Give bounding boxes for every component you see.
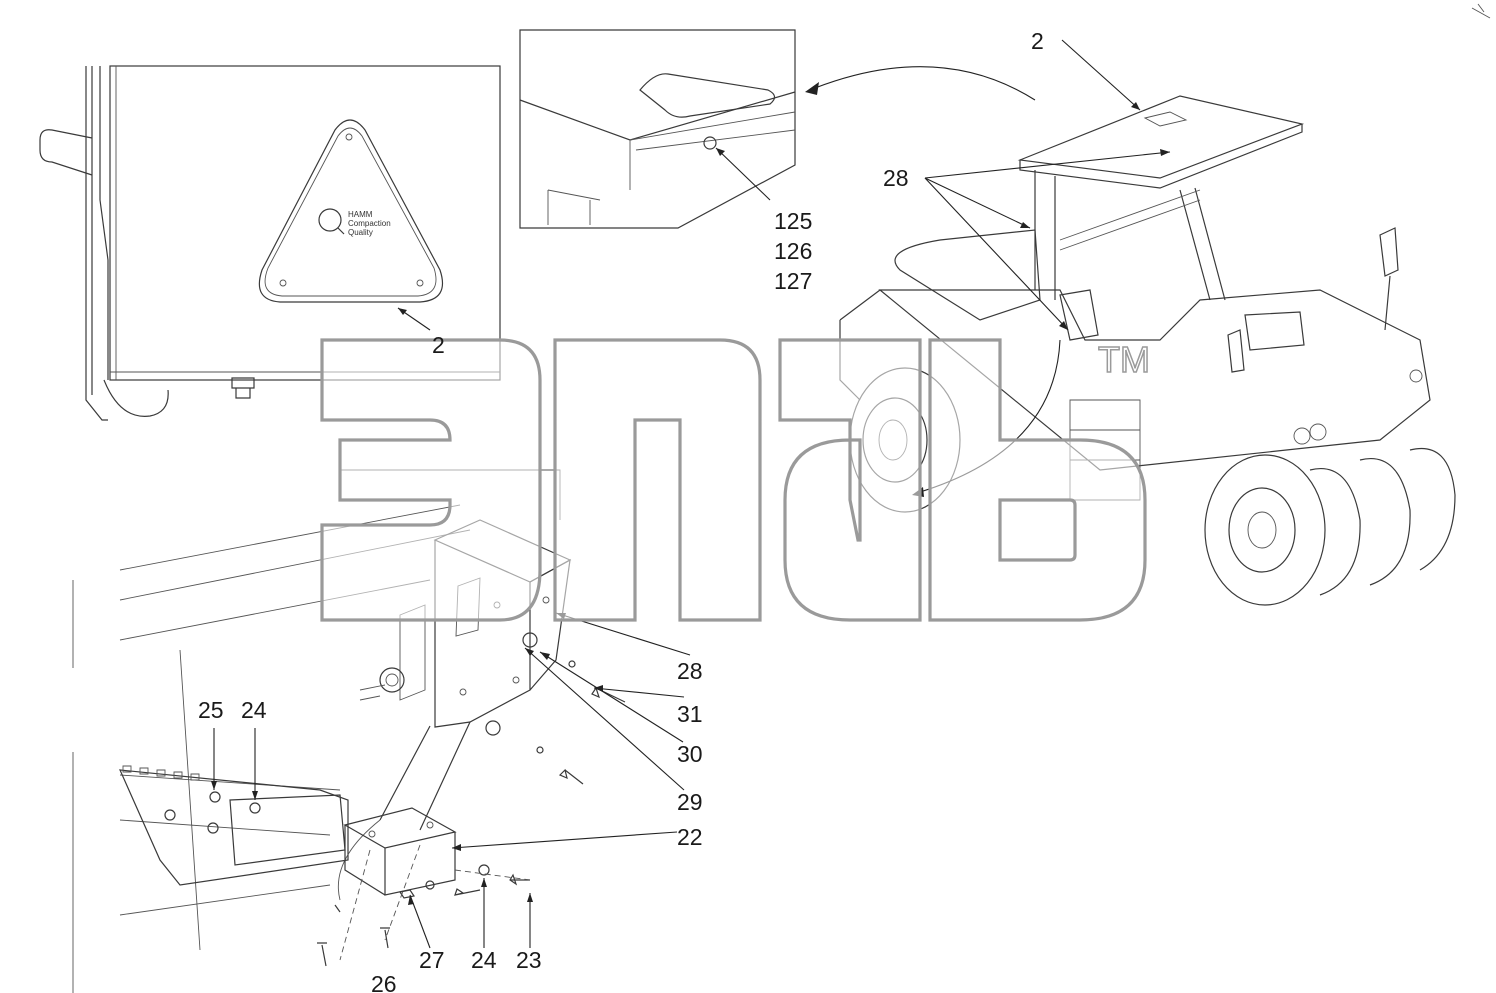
callout-24-bottom: 24 [471, 947, 497, 973]
watermark-logo: TM [320, 338, 1151, 622]
leader-2-left-arrow [398, 308, 407, 315]
callout-2-left: 2 [432, 332, 445, 358]
callout-125: 125 [774, 208, 812, 234]
callout-27: 27 [419, 947, 445, 973]
corner-mark [1471, 3, 1491, 19]
callout-labels: 2 28 125 126 127 2 28 31 30 29 22 25 24 … [198, 28, 1044, 993]
callout-29: 29 [677, 789, 703, 815]
callout-28-mid: 28 [677, 658, 703, 684]
callout-30: 30 [677, 741, 703, 767]
exploded-mount-assembly [72, 469, 691, 993]
roller-machine [839, 39, 1456, 606]
mount-bracket [343, 807, 457, 896]
detail-arrow [814, 66, 1036, 101]
sign-line1-text: Compaction [348, 219, 391, 228]
callout-22: 22 [677, 824, 703, 850]
detail-view-roof-bolt [519, 29, 1036, 229]
watermark-tm: TM [1098, 339, 1150, 380]
sign-line2-text: Quality [348, 228, 373, 237]
sign-brand-text: HAMM [348, 210, 373, 219]
callout-26: 26 [371, 971, 397, 993]
detail-view-sign-plate: HAMM Compaction Quality [39, 65, 501, 421]
callout-127: 127 [774, 268, 812, 294]
callout-2-top: 2 [1031, 28, 1044, 54]
sign-plate: HAMM Compaction Quality [258, 119, 444, 303]
callout-31: 31 [677, 701, 703, 727]
callout-23: 23 [516, 947, 542, 973]
callout-24-top: 24 [241, 697, 267, 723]
callout-28-top: 28 [883, 165, 909, 191]
callout-126: 126 [774, 238, 812, 264]
callout-25: 25 [198, 697, 224, 723]
